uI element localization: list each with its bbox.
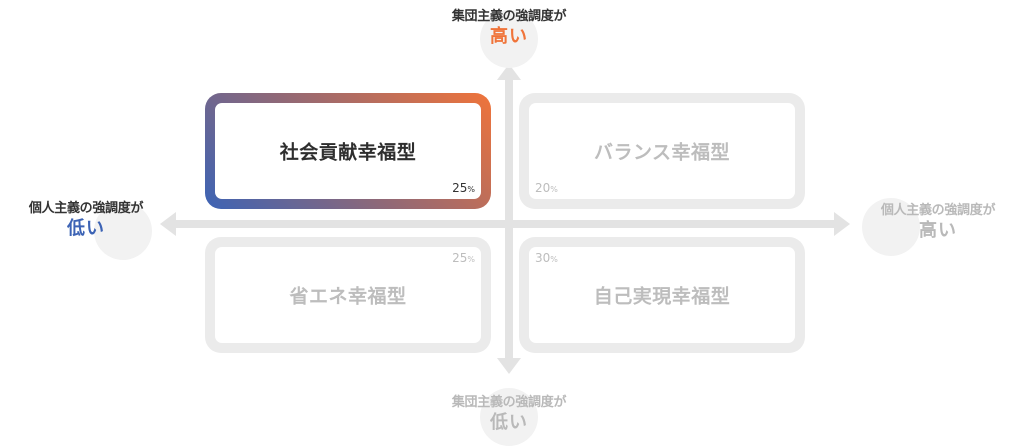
quadrant-top-right-inner: バランス幸福型 20% [529,103,795,199]
axis-label-top: 集団主義の強調度が 高い [429,8,589,68]
horizontal-axis-line [174,220,836,228]
quadrant-bottom-left-inner: 省エネ幸福型 25% [215,247,481,343]
arrow-right-head [834,212,850,236]
axis-label-top-line1: 集団主義の強調度が [451,9,567,24]
axis-label-bottom: 集団主義の強調度が 低い [429,388,589,446]
quadrant-name: 自己実現幸福型 [593,285,731,308]
axis-label-right-line2: 高い [919,220,957,241]
axis-label-left-line2: 低い [67,218,105,239]
axis-label-bottom-line1: 集団主義の強調度が [451,395,567,410]
quadrant-name: 省エネ幸福型 [289,285,407,308]
quadrant-top-left: 社会貢献幸福型 25% [205,93,491,209]
quadrant-bottom-left: 省エネ幸福型 25% [205,237,491,353]
quadrant-percentage-value: 25 [452,251,468,265]
axis-label-left: 個人主義の強調度が 低い [6,200,166,260]
quadrant-name: 社会貢献幸福型 [279,141,417,164]
axis-label-bottom-line2: 低い [490,412,528,433]
arrow-left-head [160,212,176,236]
quadrant-percentage-value: 25 [452,181,468,195]
axis-label-right-line1: 個人主義の強調度が [880,203,996,218]
quadrant-percentage: 20% [535,181,558,195]
quadrant-top-right: バランス幸福型 20% [519,93,805,209]
quadrant-percentage: 25% [452,181,475,195]
vertical-axis-line [505,78,513,360]
arrow-up-head [497,64,521,80]
quadrant-top-left-inner: 社会貢献幸福型 25% [215,103,481,199]
axis-label-left-line1: 個人主義の強調度が [28,201,144,216]
quadrant-percentage: 30% [535,251,558,265]
quadrant-percentage-value: 30 [535,251,551,265]
axis-label-top-line2: 高い [490,26,528,47]
axis-label-right: 個人主義の強調度が 高い [858,198,1018,256]
quadrant-percentage-unit: % [467,255,475,264]
quadrant-bottom-right-inner: 自己実現幸福型 30% [529,247,795,343]
quadrant-percentage-unit: % [550,255,558,264]
arrow-down-head [497,358,521,374]
quadrant-bottom-right: 自己実現幸福型 30% [519,237,805,353]
quadrant-percentage-unit: % [467,185,475,194]
quadrant-percentage-unit: % [550,185,558,194]
quadrant-name: バランス幸福型 [593,141,731,164]
quadrant-percentage: 25% [452,251,475,265]
quadrant-percentage-value: 20 [535,181,551,195]
